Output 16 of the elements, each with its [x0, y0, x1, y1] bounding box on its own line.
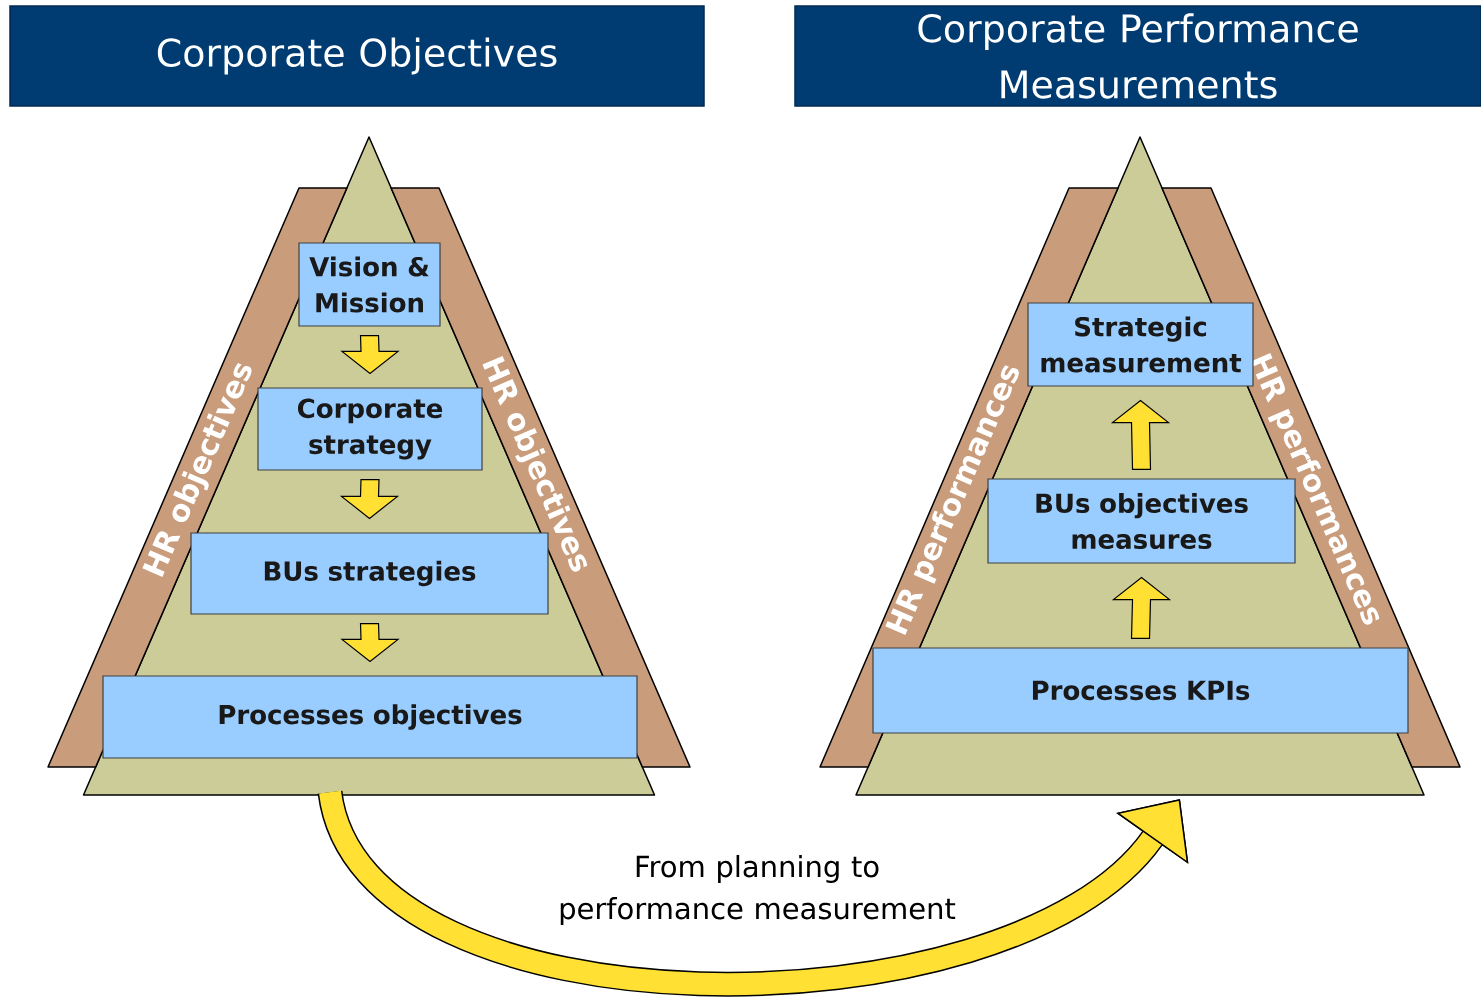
- block-arrow: [339, 479, 400, 520]
- header-banner: Corporate Objectives: [9, 5, 705, 107]
- level-box: Processes KPIs: [872, 647, 1409, 734]
- header-banner: Corporate Performance Measurements: [794, 5, 1481, 107]
- level-box: Corporate strategy: [257, 387, 483, 471]
- curved-arrow: [318, 788, 1189, 997]
- edge-label: From planning to performance measurement: [560, 854, 956, 926]
- level-box: Strategic measurement: [1027, 302, 1254, 387]
- block-arrow: [340, 335, 400, 375]
- block-arrow: [340, 623, 400, 663]
- level-box: BUs objectives measures: [987, 478, 1296, 564]
- block-arrow: [1111, 576, 1172, 639]
- level-box: BUs strategies: [190, 532, 549, 615]
- block-arrow: [1110, 399, 1171, 470]
- level-box: Processes objectives: [102, 675, 638, 759]
- level-box: Vision & Mission: [298, 242, 441, 327]
